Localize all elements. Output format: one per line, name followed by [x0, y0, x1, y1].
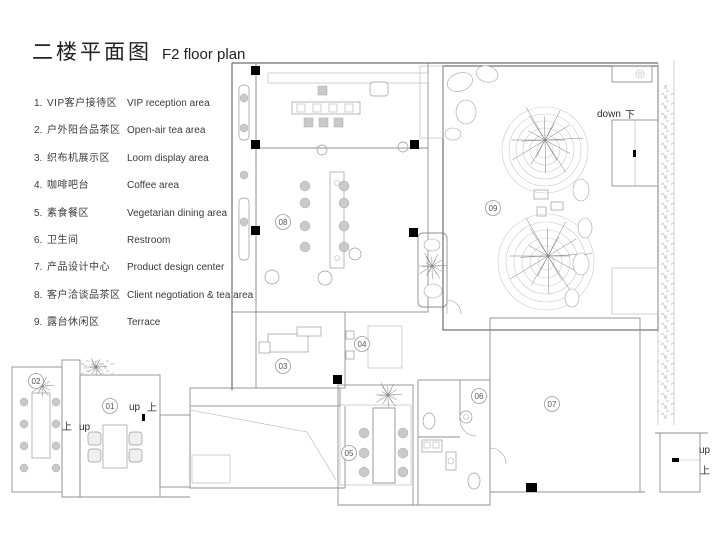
- area-marker-05: 05: [341, 445, 357, 461]
- center-planter: [417, 232, 462, 315]
- legend-item-number: 5.: [34, 207, 43, 219]
- restroom: [417, 379, 491, 506]
- legend-item: 9. 露台休闲区 Terrace: [34, 313, 264, 329]
- loom-display-strip: [231, 62, 257, 313]
- vegetarian-dining: [337, 382, 414, 506]
- svg-text:04: 04: [358, 340, 367, 349]
- legend-item-zh: 素食餐区: [47, 207, 89, 219]
- legend-item-zh: 客户洽谈品茶区: [47, 289, 121, 301]
- legend-item-number: 9.: [34, 317, 43, 329]
- page-title-zh: 二楼平面图: [32, 41, 152, 64]
- legend-item-number: 2.: [34, 125, 43, 137]
- columns: [251, 66, 537, 492]
- legend-item-number: 7.: [34, 262, 43, 274]
- svg-text:02: 02: [32, 377, 41, 386]
- svg-text:05: 05: [345, 449, 354, 458]
- legend-item: 4. 咖啡吧台 Coffee area: [34, 176, 264, 192]
- outdoor-tea-terrace: [11, 366, 63, 493]
- terrace-deck: [419, 65, 659, 331]
- legend-item-en: Open-air tea area: [127, 125, 206, 137]
- atrium-void: [189, 406, 346, 489]
- legend-item-en: Client negotiation & tea area: [127, 289, 254, 301]
- svg-text:06: 06: [475, 392, 484, 401]
- negotiation-tea-area: [255, 147, 429, 313]
- legend-item-zh: 织布机展示区: [47, 152, 110, 164]
- stair-bottom-left: [142, 414, 191, 488]
- area-marker-04: 04: [354, 336, 370, 352]
- up-label-zh-3: 上: [700, 465, 710, 477]
- svg-text:08: 08: [279, 218, 288, 227]
- louver-screen: [189, 387, 341, 407]
- area-marker-07: 07: [544, 396, 560, 412]
- legend-item-number: 4.: [34, 180, 43, 192]
- legend-item-zh: VIP客户接待区: [47, 98, 118, 109]
- outer-walls: [62, 62, 658, 506]
- up-label-en-2: up: [79, 422, 91, 433]
- legend-item: 6. 卫生间 Restroom: [34, 231, 264, 246]
- legend-item-zh: 露台休闲区: [47, 317, 100, 329]
- area-marker-08: 08: [275, 214, 291, 230]
- up-label-en-3: up: [699, 445, 711, 456]
- legend-item-zh: 产品设计中心: [47, 262, 110, 274]
- down-label-en: down: [597, 109, 621, 120]
- legend-item-number: 3.: [34, 152, 43, 164]
- legend-item-number: 8.: [34, 289, 43, 301]
- legend-item: 7. 产品设计中心 Product design center: [34, 258, 264, 274]
- svg-text:09: 09: [489, 204, 498, 213]
- vip-reception-room: [79, 374, 161, 498]
- left-corridor: [61, 358, 114, 498]
- legend-item-zh: 咖啡吧台: [47, 180, 89, 192]
- legend-item-en: Product design center: [127, 262, 225, 274]
- up-label-en-1: up: [129, 402, 141, 413]
- svg-text:07: 07: [548, 400, 557, 409]
- right-hedge: [657, 60, 675, 425]
- area-marker-09: 09: [485, 200, 501, 216]
- legend-item: 5. 素食餐区 Vegetarian dining area: [34, 204, 264, 219]
- legend-item-zh: 户外阳台品茶区: [47, 125, 121, 137]
- area-marker-01: 01: [102, 398, 118, 414]
- svg-text:01: 01: [106, 402, 115, 411]
- up-label-zh-2: 上: [62, 421, 72, 433]
- legend-item-en: Restroom: [127, 234, 171, 246]
- up-label-zh-1: 上: [147, 402, 157, 414]
- page-title-en: F2 floor plan: [162, 46, 246, 63]
- legend: 1. VIP客户接待区 VIP reception area 2. 户外阳台品茶区 Op…: [34, 94, 264, 341]
- svg-text:03: 03: [279, 362, 288, 371]
- legend-item: 1. VIP客户接待区 VIP reception area: [34, 94, 264, 109]
- area-marker-06: 06: [471, 388, 487, 404]
- coffee-bar-area: [255, 62, 429, 156]
- design-room: [255, 311, 346, 389]
- stair-top-right: [611, 119, 659, 187]
- product-design-center: [489, 317, 641, 493]
- legend-item-number: 6.: [34, 234, 43, 246]
- legend-item: 3. 织布机展示区 Loom display area: [34, 149, 264, 164]
- legend-item: 2. 户外阳台品茶区 Open-air tea area: [34, 121, 264, 137]
- coffee-corner: [345, 325, 403, 369]
- legend-item-en: Loom display area: [127, 152, 209, 164]
- legend-item: 8. 客户洽谈品茶区 Client negotiation & tea area: [34, 286, 264, 301]
- legend-item-en: Coffee area: [127, 180, 180, 192]
- area-marker-02: 02: [28, 373, 44, 389]
- legend-item-number: 1.: [34, 98, 43, 109]
- stair-bottom-right: [655, 432, 708, 493]
- legend-item-en: Terrace: [127, 317, 161, 329]
- legend-item-en: Vegetarian dining area: [127, 207, 228, 219]
- legend-item-en: VIP reception area: [127, 98, 210, 109]
- area-marker-03: 03: [275, 358, 291, 374]
- legend-item-zh: 卫生间: [47, 234, 79, 246]
- title-block: 二楼平面图 F2 floor plan: [32, 36, 245, 66]
- down-label-zh: 下: [625, 110, 635, 121]
